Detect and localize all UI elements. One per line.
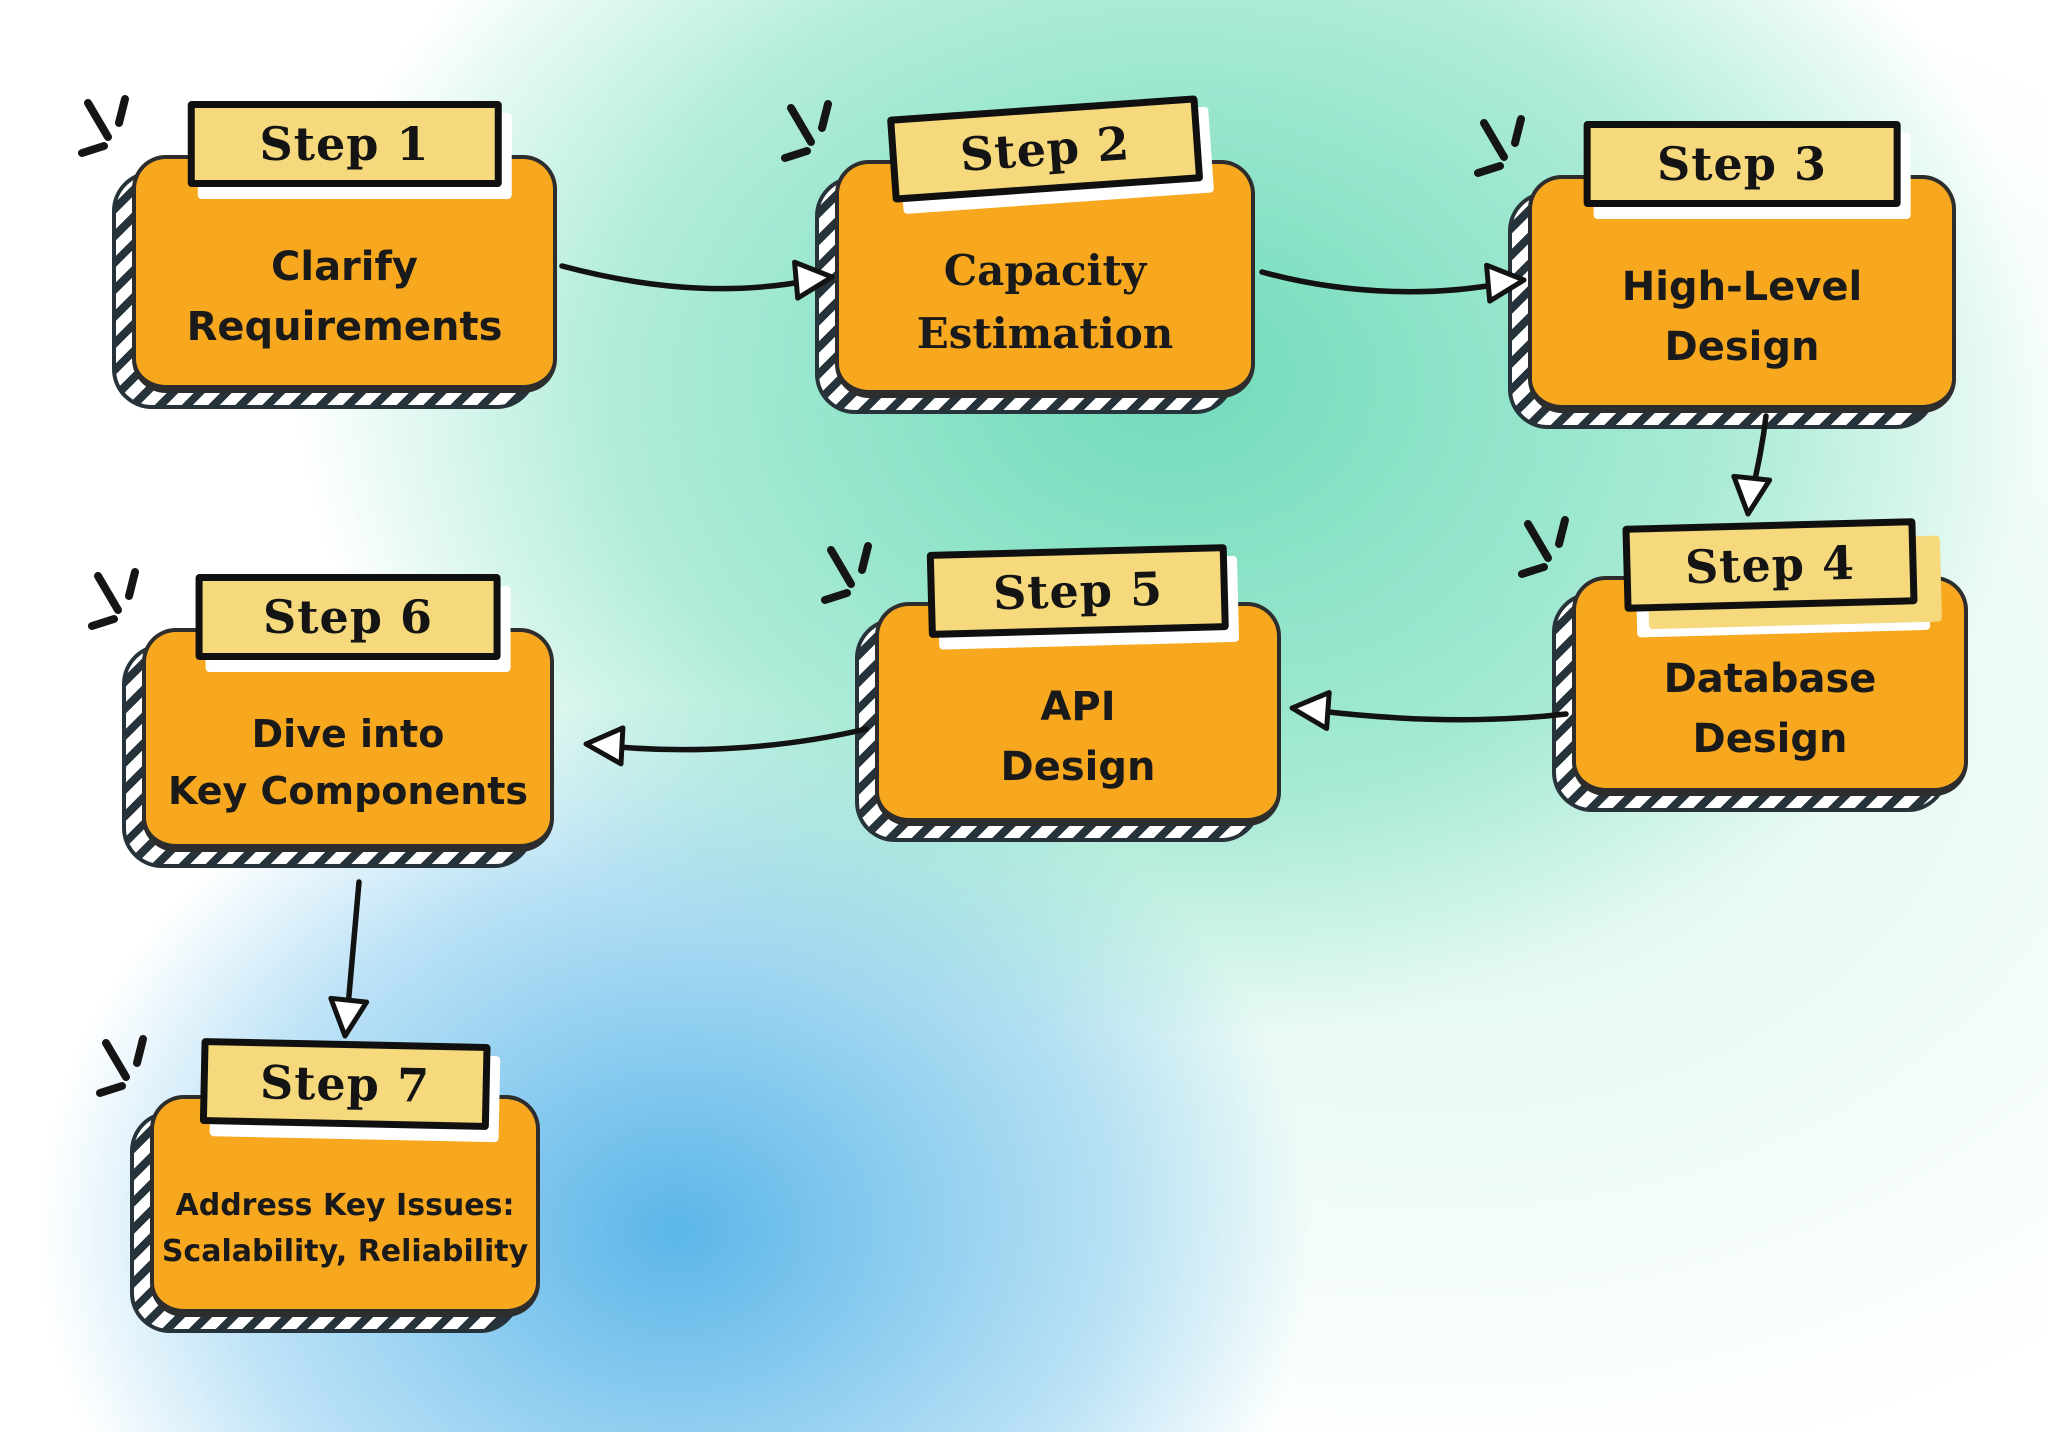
step-2-line2: Estimation xyxy=(916,309,1174,358)
step-3-box xyxy=(1528,175,1956,413)
step-4-node: Database Design Step 4 xyxy=(1518,516,1968,812)
arrow-step6-step7 xyxy=(328,879,370,1039)
step-2-line1: Capacity xyxy=(943,246,1147,295)
step-7-text: Address Key Issues: Scalability, Reliabi… xyxy=(150,1095,540,1317)
step-1-line2: Requirements xyxy=(186,304,503,350)
step-2-node: Capacity Estimation Step 2 xyxy=(781,95,1255,414)
arrow-step1-step2 xyxy=(559,259,835,301)
step-7-label: Step 7 xyxy=(199,1037,491,1131)
step-3-label: Step 3 xyxy=(1583,121,1901,207)
step-7-node: Address Key Issues: Scalability, Reliabi… xyxy=(96,1035,540,1333)
step-3-text: High-Level Design xyxy=(1528,175,1956,413)
sparkle-icon xyxy=(1474,113,1534,191)
step-7-line1: Address Key Issues: xyxy=(175,1187,515,1223)
sparkle-icon xyxy=(821,540,881,618)
step-1-label: Step 1 xyxy=(187,101,502,187)
step-4-line1: Database xyxy=(1663,656,1877,702)
step-6-line2: Key Components xyxy=(167,769,529,813)
step-1-box xyxy=(132,155,557,393)
step-3-line1: High-Level xyxy=(1621,264,1863,310)
step-1-text: Clarify Requirements xyxy=(132,155,557,393)
step-6-node: Dive into Key Components Step 6 xyxy=(88,568,554,868)
sparkle-icon xyxy=(78,93,138,171)
step-7-box xyxy=(150,1095,540,1317)
step-4-line2: Design xyxy=(1692,716,1848,762)
step-5-node: API Design Step 5 xyxy=(821,542,1281,842)
step-3-line2: Design xyxy=(1664,324,1820,370)
step-4-label: Step 4 xyxy=(1622,518,1918,612)
step-2-text: Capacity Estimation xyxy=(835,160,1255,398)
step-6-line1: Dive into xyxy=(251,712,445,756)
step-7-line2: Scalability, Reliability xyxy=(161,1234,529,1269)
step-4-box xyxy=(1572,576,1968,796)
step-6-label: Step 6 xyxy=(195,574,501,660)
step-1-node: Clarify Requirements Step 1 xyxy=(78,95,557,409)
sparkle-icon xyxy=(781,98,841,176)
arrow-step4-step5 xyxy=(1289,690,1569,731)
sparkle-icon xyxy=(96,1033,156,1111)
step-5-box xyxy=(875,602,1281,826)
sparkle-icon xyxy=(88,566,148,644)
step-6-text: Dive into Key Components xyxy=(142,628,554,852)
step-5-text: API Design xyxy=(875,602,1281,826)
arrow-step2-step3 xyxy=(1259,262,1527,304)
arrow-step3-step4 xyxy=(1731,413,1773,517)
step-5-line2: Design xyxy=(1000,744,1156,790)
step-1-line1: Clarify xyxy=(271,244,418,290)
step-4-text: Database Design xyxy=(1572,576,1968,796)
step-5-line1: API xyxy=(1040,684,1116,730)
arrow-step5-step6 xyxy=(583,725,869,767)
step-5-label: Step 5 xyxy=(926,544,1230,638)
step-3-node: High-Level Design Step 3 xyxy=(1474,115,1956,429)
sparkle-icon xyxy=(1518,514,1578,592)
